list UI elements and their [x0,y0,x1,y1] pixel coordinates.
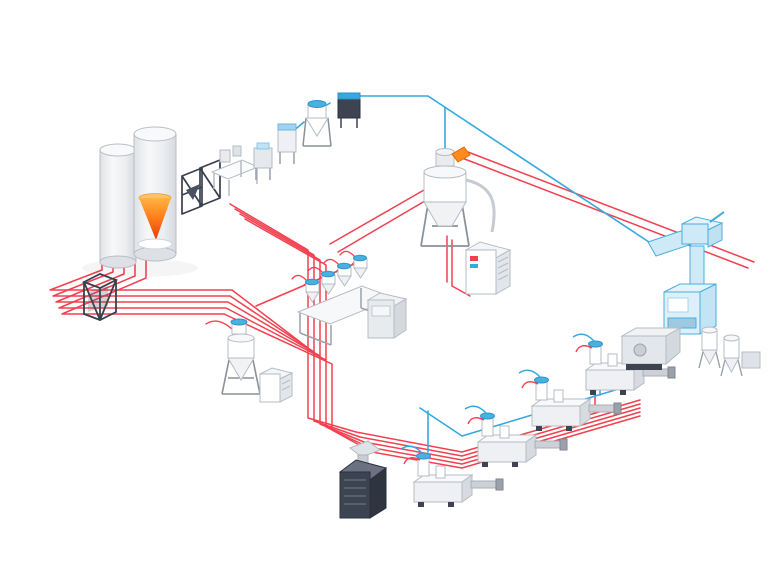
hot-air-elbow [451,146,471,163]
extruder-line-2 [464,405,568,467]
red-hose [575,345,593,353]
extruder-line-3 [518,369,622,431]
hopper-loader-station [302,100,332,147]
red-hose [291,274,308,282]
loader-lid [534,376,549,384]
control-cabinet [366,292,408,339]
blue-hose [400,445,423,454]
red-pipe-run [337,197,431,253]
blue-hose [464,405,487,414]
drying-hopper [221,318,261,395]
storage-silo-right [133,126,177,262]
loader-lid [230,318,248,326]
blue-pipe-run [351,95,659,249]
red-hose [205,320,234,331]
dehumidifier-blue-panel [470,264,478,268]
red-pipe-run [234,208,315,353]
red-pipe-run [329,189,425,245]
blending-station [296,254,408,346]
red-hose [307,266,324,274]
extruder-line-1 [400,445,504,507]
red-pipe-run [61,255,641,469]
blending-hopper [337,262,352,287]
prep-table [210,145,260,196]
loader-lid [416,452,431,460]
granulator [338,440,388,519]
storage-silo-left [99,143,137,269]
bag-dump-station [81,273,119,321]
buffer-silos [698,326,761,377]
blending-hopper [353,254,368,279]
blown-film-tower [647,211,725,335]
doser-unit [253,142,273,180]
dehumidifier-red-panel [470,256,478,261]
frame-hopper [186,184,200,200]
red-hose [323,258,340,266]
melt-cutaway [137,193,173,250]
blending-hopper [321,270,336,295]
red-pipe-run [239,213,321,357]
blue-hose [572,333,595,342]
dehumidifier [464,241,512,295]
dryer-cabinet [258,367,294,403]
red-hose [339,250,356,258]
red-pipe-run [451,239,471,297]
hot-material-cone [139,198,171,240]
vacuum-power-station [337,92,361,128]
blending-hopper [305,278,320,303]
loader-lid [588,340,603,348]
winder-unit [620,327,682,370]
flex-hose [465,178,496,233]
blue-hose [518,369,541,378]
red-pipe-run [244,218,327,361]
red-hose [403,457,421,465]
red-hose [521,381,539,389]
loader-lid [307,100,327,108]
loader-lid [480,412,495,420]
support-frame-station [181,159,221,215]
red-hose [467,417,485,425]
mixer-unit [277,123,297,164]
hopper-dryer [420,146,496,247]
